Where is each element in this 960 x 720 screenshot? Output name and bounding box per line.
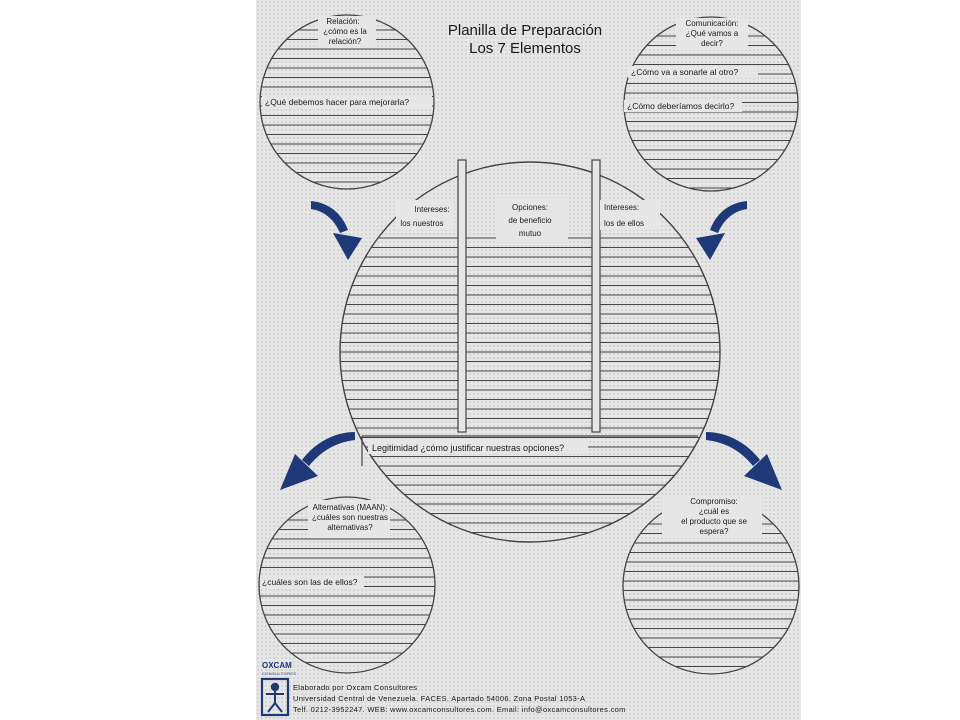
arrow-center-to-compromiso-icon: [706, 432, 782, 490]
intereses-nuestros-sub: los nuestros: [400, 219, 443, 228]
footer-line-1: Elaborado por Oxcam Consultores: [293, 683, 417, 692]
arrow-comunicacion-to-center-icon: [696, 201, 747, 260]
intereses-ellos-title: Intereses:: [604, 203, 639, 212]
worksheet-title: Planilla de Preparación Los 7 Elementos: [448, 22, 602, 57]
compromiso-label-3: el producto que se: [681, 517, 747, 526]
compromiso-label-4: espera?: [700, 527, 729, 536]
writing-lines: [340, 237, 720, 534]
alternativas-question: ¿cuáles son las de ellos?: [262, 577, 358, 587]
logo-figure-icon: [266, 682, 284, 713]
arrow-center-to-alternativas-icon: [280, 432, 355, 490]
relacion-label-2: ¿cómo es la: [323, 27, 367, 36]
footer: Elaborado por Oxcam Consultores Universi…: [293, 683, 626, 714]
intereses-nuestros-title: Intereses:: [414, 205, 449, 214]
title-line-1: Planilla de Preparación: [448, 22, 602, 39]
flow-arrows: [280, 201, 782, 490]
intereses-ellos-sub: los de ellos: [604, 219, 644, 228]
comunicacion-label-1: Comunicación:: [686, 19, 739, 28]
alternativas-circle: Alternativas (MAAN): ¿cuáles son nuestra…: [258, 496, 436, 674]
opciones-title: Opciones:: [512, 203, 548, 212]
title-line-2: Los 7 Elementos: [469, 40, 581, 57]
comunicacion-label-2: ¿Qué vamos a: [686, 29, 739, 38]
writing-lines: [260, 29, 434, 183]
logo-subtitle: CONSULTORES: [262, 671, 296, 676]
preparation-worksheet: [256, 0, 801, 720]
logo-frame-icon: [260, 677, 290, 717]
comunicacion-circle: Comunicación: ¿Qué vamos a decir? ¿Cómo …: [623, 16, 799, 192]
central-circle: Intereses: los nuestros Opciones: de ben…: [339, 159, 721, 543]
comunicacion-question-2: ¿Cómo deberíamos decirlo?: [627, 101, 735, 111]
opciones-sub-2: mutuo: [519, 229, 542, 238]
legitimidad-question: Legitimidad ¿cómo justificar nuestras op…: [372, 443, 564, 453]
compromiso-circle: Compromiso: ¿cuál es el producto que se …: [622, 496, 800, 675]
compromiso-label-2: ¿cuál es: [699, 507, 729, 516]
relacion-label-1: Relación:: [326, 17, 359, 26]
alternativas-label-2: ¿cuáles son nuestras: [312, 513, 388, 522]
arrow-relacion-to-center-icon: [311, 201, 362, 260]
relacion-question: ¿Qué debemos hacer para mejorarla?: [265, 97, 409, 107]
alternativas-label-1: Alternativas (MAAN):: [313, 503, 388, 512]
footer-line-3: Telf. 0212-3952247. WEB: www.oxcamconsul…: [293, 705, 626, 714]
relacion-circle: Relación: ¿cómo es la relación? ¿Qué deb…: [259, 14, 435, 190]
opciones-sub-1: de beneficio: [508, 216, 552, 225]
writing-lines: [623, 523, 799, 668]
writing-lines: [259, 519, 435, 664]
comunicacion-question-1: ¿Cómo va a sonarle al otro?: [631, 67, 739, 77]
logo-name: OXCAM: [262, 661, 292, 670]
comunicacion-label-3: decir?: [701, 39, 723, 48]
compromiso-label-1: Compromiso:: [690, 497, 738, 506]
relacion-label-3: relación?: [329, 37, 362, 46]
footer-line-2: Universidad Central de Venezuela. FACES.…: [293, 694, 585, 703]
oxcam-logo: OXCAM CONSULTORES: [260, 661, 296, 717]
alternativas-label-3: alternativas?: [327, 523, 373, 532]
